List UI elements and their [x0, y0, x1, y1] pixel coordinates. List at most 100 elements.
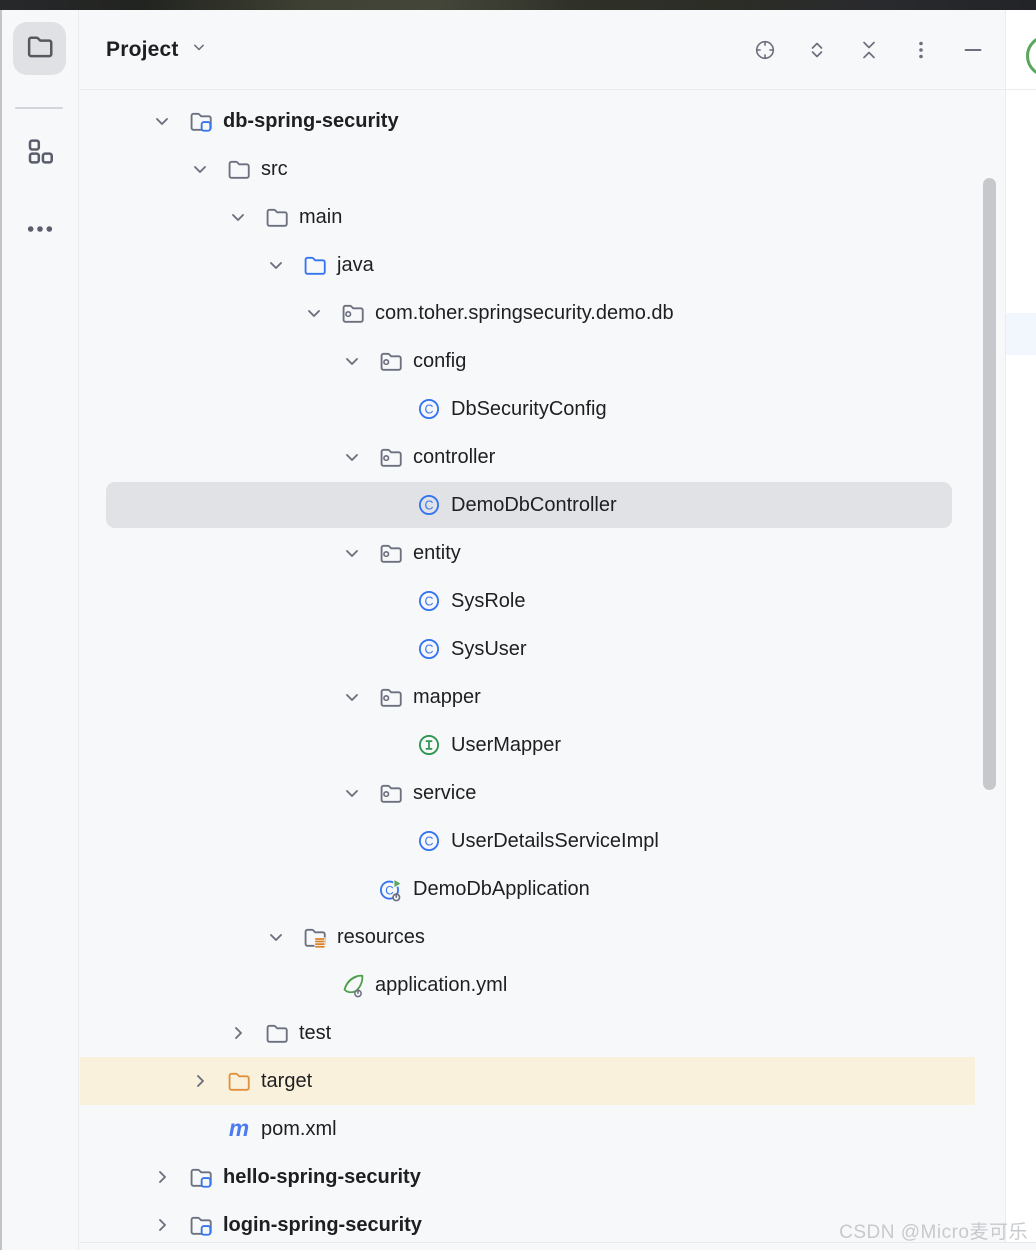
project-tool-button[interactable] [13, 22, 66, 75]
tree-row[interactable]: db-spring-security [80, 97, 1005, 145]
tree-row[interactable]: java [80, 241, 1005, 289]
tree-row[interactable]: service [80, 769, 1005, 817]
tree-row[interactable]: entity [80, 529, 1005, 577]
folder-icon [226, 156, 252, 182]
expand-all-icon[interactable] [805, 38, 829, 62]
tree-item-label: main [299, 206, 343, 228]
structure-icon[interactable] [23, 135, 57, 169]
chevron-down-icon[interactable] [340, 445, 364, 469]
package-icon [378, 684, 404, 710]
tree-item-label: entity [413, 542, 461, 564]
more-vertical-icon[interactable] [909, 38, 933, 62]
project-panel: Project db-spring-security src main java com… [80, 10, 1005, 1250]
folder-blue-icon [302, 252, 328, 278]
spring-yml-icon [340, 972, 366, 998]
tree-row[interactable]: C DbSecurityConfig [80, 385, 1005, 433]
chevron-down-icon[interactable] [302, 301, 326, 325]
project-view-selector[interactable]: Project [106, 10, 209, 89]
tree-item-label: test [299, 1022, 332, 1044]
editor-pane [1006, 10, 1036, 1250]
desktop-strip [0, 0, 1036, 10]
chevron-down-icon[interactable] [264, 925, 288, 949]
tool-window-stripe [0, 10, 78, 1250]
tree-row[interactable]: m pom.xml [80, 1105, 1005, 1153]
chevron-right-icon[interactable] [150, 1213, 174, 1237]
collapse-all-icon[interactable] [857, 38, 881, 62]
tree-item-label: config [413, 350, 467, 372]
project-tree: db-spring-security src main java com.toher.s… [80, 97, 1005, 1250]
chevron-down-icon[interactable] [150, 109, 174, 133]
tree-row[interactable]: C DemoDbController [80, 481, 1005, 529]
folder-icon [264, 1020, 290, 1046]
tree-row[interactable]: C SysRole [80, 577, 1005, 625]
tree-item-label: java [337, 254, 374, 276]
tree-item-label: controller [413, 446, 496, 468]
chevron-down-icon[interactable] [340, 685, 364, 709]
tree-row[interactable]: UserMapper [80, 721, 1005, 769]
panel-toolbar [753, 10, 985, 89]
package-icon [378, 348, 404, 374]
tree-item-label: pom.xml [261, 1118, 337, 1140]
watermark: CSDN @Micro麦可乐 [839, 1222, 1028, 1243]
window-bottom-edge [80, 1242, 1036, 1250]
class-icon: C [416, 636, 442, 662]
project-panel-header: Project [80, 10, 1005, 90]
tree-item-label: login-spring-security [223, 1214, 422, 1236]
locate-icon[interactable] [753, 38, 777, 62]
tree-item-label: com.toher.springsecurity.demo.db [375, 302, 674, 324]
tree-row[interactable]: com.toher.springsecurity.demo.db [80, 289, 1005, 337]
svg-text:C: C [425, 594, 434, 608]
inspections-widget-icon [1026, 35, 1036, 77]
tree-item-label: DbSecurityConfig [451, 398, 607, 420]
tree-item-label: UserDetailsServiceImpl [451, 830, 659, 852]
tree-row[interactable]: mapper [80, 673, 1005, 721]
chevron-right-icon[interactable] [188, 1069, 212, 1093]
boot-class-icon: C [378, 876, 404, 902]
tree-item-label: SysUser [451, 638, 527, 660]
class-icon: C [416, 828, 442, 854]
tree-row[interactable]: test [80, 1009, 1005, 1057]
svg-text:C: C [425, 498, 434, 512]
tree-row[interactable]: login-spring-security [80, 1201, 1005, 1249]
tree-row[interactable]: application.yml [80, 961, 1005, 1009]
stripe-divider [15, 107, 63, 109]
tree-row[interactable]: C DemoDbApplication [80, 865, 1005, 913]
tree-row[interactable]: resources [80, 913, 1005, 961]
tree-row[interactable]: controller [80, 433, 1005, 481]
tree-row[interactable]: C UserDetailsServiceImpl [80, 817, 1005, 865]
tree-row[interactable]: C SysUser [80, 625, 1005, 673]
chevron-down-icon[interactable] [226, 205, 250, 229]
folder-icon [264, 204, 290, 230]
chevron-right-icon[interactable] [226, 1021, 250, 1045]
chevron-down-icon[interactable] [188, 157, 212, 181]
tree-item-label: UserMapper [451, 734, 562, 756]
more-tool-windows-icon[interactable] [23, 212, 57, 246]
tree-row[interactable]: main [80, 193, 1005, 241]
chevron-down-icon[interactable] [340, 781, 364, 805]
tree-item-label: src [261, 158, 288, 180]
tree-row[interactable]: target [80, 1057, 1005, 1105]
class-icon: C [416, 492, 442, 518]
tree-row[interactable]: hello-spring-security [80, 1153, 1005, 1201]
chevron-right-icon[interactable] [150, 1165, 174, 1189]
chevron-down-icon[interactable] [340, 349, 364, 373]
located-row-highlight [80, 1057, 975, 1105]
tree-item-label: DemoDbController [451, 494, 617, 516]
selected-row-background [106, 482, 952, 528]
svg-text:m: m [229, 1116, 249, 1141]
chevron-down-icon[interactable] [264, 253, 288, 277]
tree-item-label: SysRole [451, 590, 526, 612]
tree-row[interactable]: src [80, 145, 1005, 193]
vertical-scrollbar[interactable] [983, 178, 996, 790]
tree-row[interactable]: config [80, 337, 1005, 385]
hide-panel-icon[interactable] [961, 38, 985, 62]
tree-item-label: hello-spring-security [223, 1166, 421, 1188]
tree-item-label: db-spring-security [223, 110, 399, 132]
package-icon [378, 540, 404, 566]
package-icon [378, 444, 404, 470]
chevron-down-icon[interactable] [340, 541, 364, 565]
editor-header-border [1006, 89, 1036, 90]
tree-item-label: resources [337, 926, 425, 948]
class-icon: C [416, 396, 442, 422]
